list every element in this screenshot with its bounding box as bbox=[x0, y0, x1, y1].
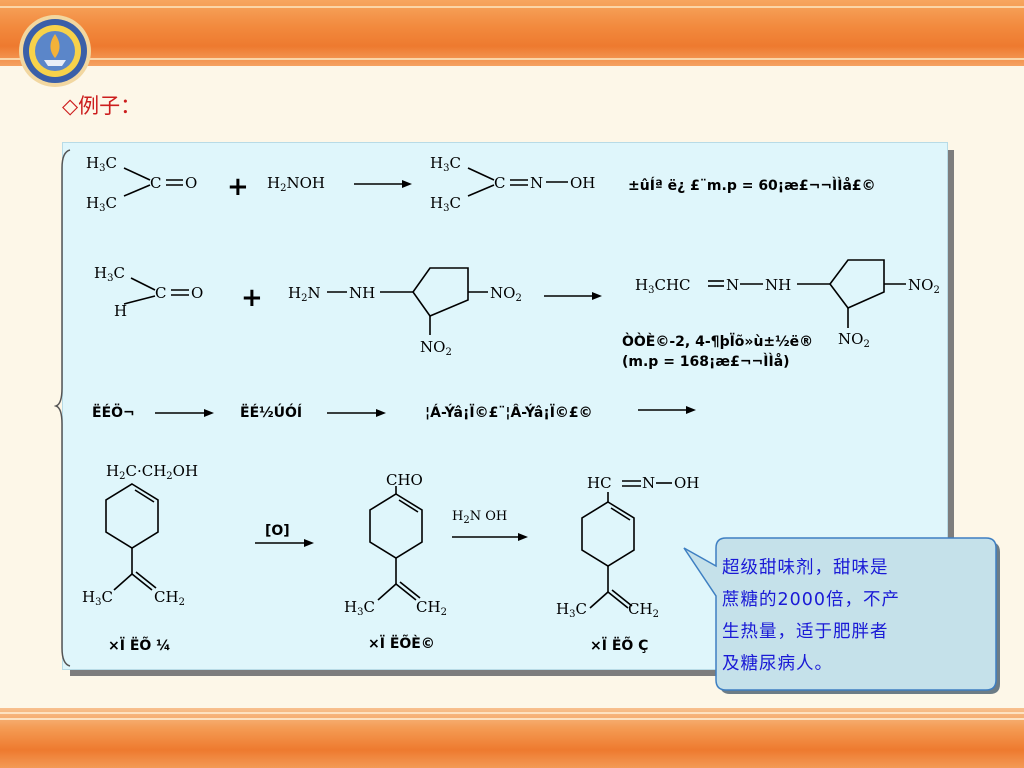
hydrazine-no2-bottom: NO2 bbox=[420, 338, 452, 358]
rosin-label: ËÉÖ¬ bbox=[92, 405, 135, 421]
hydrazine-nh: NH bbox=[349, 284, 376, 302]
callout-line: 蔗糖的2000倍，不产 bbox=[722, 590, 901, 610]
bottom-banner bbox=[0, 708, 1024, 768]
callout-line: 及糖尿病人。 bbox=[722, 654, 833, 674]
product-nh: NH bbox=[765, 276, 792, 294]
acetone-o: O bbox=[185, 174, 198, 192]
aldehyde-h3c: H3C bbox=[94, 264, 125, 284]
hydroxylamine: H2NOH bbox=[267, 174, 325, 194]
oxime-h3c-2: H3C bbox=[556, 600, 587, 620]
hydroxylamine-reagent: H2N OH bbox=[452, 509, 508, 526]
top-banner bbox=[0, 0, 1024, 66]
aldehyde-h: H bbox=[114, 302, 128, 320]
alcohol-ch2: CH2 bbox=[154, 588, 185, 608]
oxime-ch2: CH2 bbox=[628, 600, 659, 620]
oxime-c: C bbox=[494, 174, 506, 192]
aldehyde-c: C bbox=[155, 284, 167, 302]
aldehyde-ch2: CH2 bbox=[416, 598, 447, 618]
oxime-oh-2: OH bbox=[674, 474, 700, 492]
aldehyde-cho: CHO bbox=[386, 471, 423, 489]
row2-note2: (m.p = 168¡æ£¬¬ÌÌå) bbox=[622, 354, 790, 370]
callout-bubble bbox=[683, 537, 1000, 694]
oxime-n: N bbox=[530, 174, 544, 192]
acetone-h3c-bottom: H3C bbox=[86, 194, 117, 214]
plus-sign: + bbox=[227, 172, 249, 202]
aldehyde-h3c-2: H3C bbox=[344, 598, 375, 618]
pinene-label: ¦Á-Ýâ¡Ï©£¨¦Â-Ýâ¡Ï©£© bbox=[425, 405, 593, 421]
row1-note: ±ûÍª ë¿ £¨m.p = 60¡æ£¬¬ÌÌå£© bbox=[628, 178, 876, 194]
acetone-h3c-top: H3C bbox=[86, 154, 117, 174]
hydrazine-no2-right: NO2 bbox=[490, 284, 522, 304]
perillaldehyde-label: ×Ï ËÕÈ© bbox=[368, 636, 435, 652]
oxime-n-2: N bbox=[642, 474, 656, 492]
product-n: N bbox=[726, 276, 740, 294]
school-logo bbox=[19, 15, 91, 87]
row2-note1: ÒÒÈ©-2, 4-¶þÏõ»ù±½ë® bbox=[622, 334, 814, 350]
oxime-oh: OH bbox=[570, 174, 596, 192]
page-heading: ◇例子： bbox=[62, 94, 142, 118]
oxime-h3c-top: H3C bbox=[430, 154, 461, 174]
callout-line: 超级甜味剂，甜味是 bbox=[722, 558, 889, 578]
turpentine-label: ËÉ½ÚÓÍ bbox=[240, 405, 303, 421]
oxime-h3c-bottom: H3C bbox=[430, 194, 461, 214]
oxidant-label: [O] bbox=[265, 523, 290, 539]
oxime-hc: HC bbox=[587, 474, 612, 492]
callout-text: 超级甜味剂，甜味是 蔗糖的2000倍，不产 生热量，适于肥胖者 及糖尿病人。 bbox=[722, 552, 972, 680]
alcohol-h3c: H3C bbox=[82, 588, 113, 608]
aldehyde-o: O bbox=[191, 284, 204, 302]
product-no2-right: NO2 bbox=[908, 276, 940, 296]
perillartine-label: ×Ï ËÕ Ç bbox=[590, 638, 649, 654]
acetone-c: C bbox=[150, 174, 162, 192]
plus-sign-2: + bbox=[241, 283, 263, 313]
product-no2-bottom: NO2 bbox=[838, 330, 870, 350]
left-brace bbox=[54, 149, 71, 667]
product-h3chc: H3CHC bbox=[635, 276, 691, 296]
perilla-alcohol-label: ×Ï ËÕ ¼ bbox=[108, 638, 171, 654]
alcohol-substituent: H2C·CH2OH bbox=[106, 462, 199, 482]
callout-line: 生热量，适于肥胖者 bbox=[722, 622, 889, 642]
hydrazine-h2n: H2N bbox=[288, 284, 321, 304]
